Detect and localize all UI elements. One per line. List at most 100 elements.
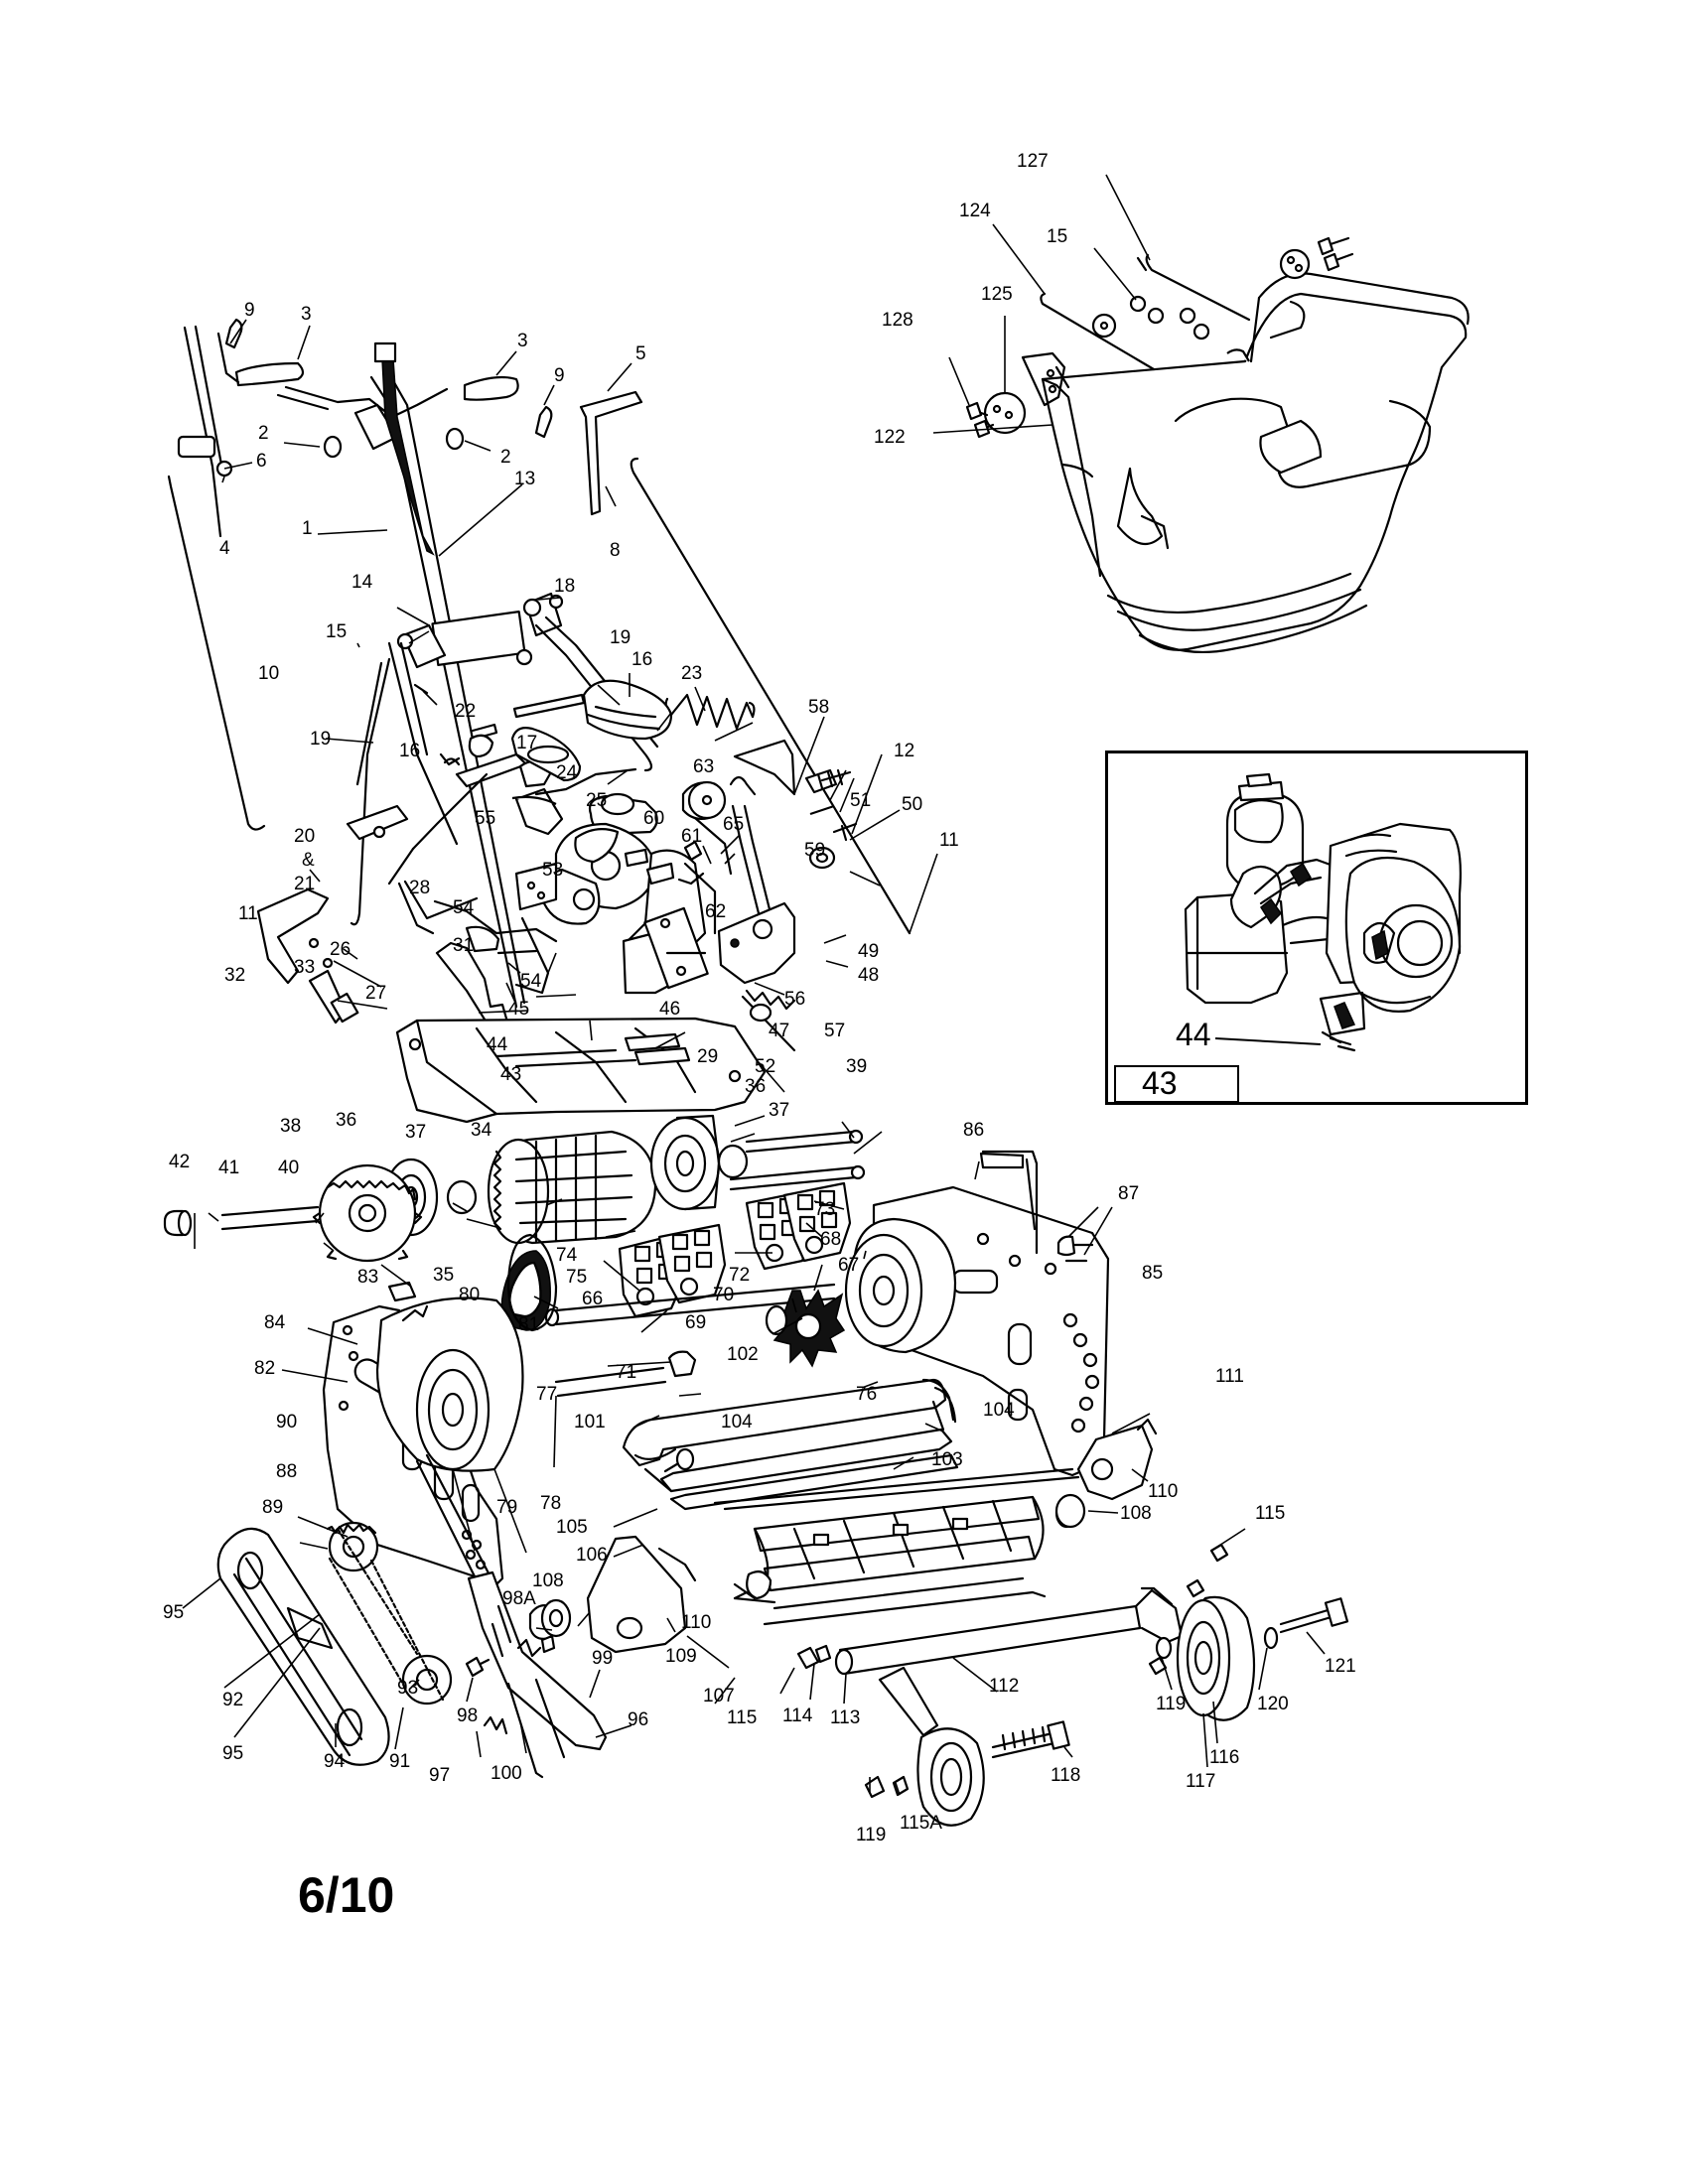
height-adjust-assembly bbox=[465, 1570, 608, 1779]
label-99: 99 bbox=[592, 1648, 613, 1669]
label-46: 46 bbox=[659, 999, 680, 1020]
label-66: 66 bbox=[582, 1289, 603, 1309]
label-67: 67 bbox=[838, 1255, 859, 1276]
label-16: 16 bbox=[632, 649, 652, 670]
label-111: 111 bbox=[1215, 1366, 1244, 1387]
label-68: 68 bbox=[820, 1229, 841, 1250]
label-105: 105 bbox=[556, 1517, 588, 1538]
label-77: 77 bbox=[536, 1384, 557, 1405]
label-27: 27 bbox=[365, 983, 386, 1004]
part-number-labels: 9 3 3 9 5 2 6 2 4 8 1 13 10 14 18 19 15 … bbox=[163, 151, 1356, 1845]
label-127: 127 bbox=[1017, 151, 1049, 172]
label-98A: 98A bbox=[502, 1588, 536, 1609]
label-28: 28 bbox=[409, 878, 430, 898]
label-79: 79 bbox=[496, 1497, 517, 1518]
label-119: 119 bbox=[856, 1825, 886, 1845]
label-86: 86 bbox=[963, 1120, 984, 1141]
label-26: 26 bbox=[330, 939, 351, 960]
label-100: 100 bbox=[491, 1763, 522, 1784]
label-106: 106 bbox=[576, 1545, 608, 1566]
belt-80 bbox=[506, 1233, 558, 1332]
label-61: 61 bbox=[681, 826, 702, 847]
label-43: 43 bbox=[500, 1064, 521, 1085]
grass-catcher-assembly bbox=[965, 236, 1470, 654]
label-75: 75 bbox=[566, 1267, 587, 1288]
label-54: 54 bbox=[520, 971, 542, 992]
label-88: 88 bbox=[276, 1461, 297, 1482]
label-42: 42 bbox=[169, 1152, 190, 1172]
label-23: 23 bbox=[681, 663, 702, 684]
engine-inset-box bbox=[1105, 751, 1528, 1105]
label-76: 76 bbox=[856, 1384, 877, 1405]
label-84: 84 bbox=[264, 1312, 286, 1333]
label-78: 78 bbox=[540, 1493, 561, 1514]
label-25: 25 bbox=[586, 790, 607, 811]
label-94: 94 bbox=[324, 1751, 346, 1772]
label-92: 92 bbox=[222, 1690, 243, 1710]
label-48: 48 bbox=[858, 965, 879, 986]
label-125: 125 bbox=[981, 284, 1013, 305]
label-3: 3 bbox=[301, 304, 312, 325]
label-114: 114 bbox=[782, 1706, 813, 1726]
label-4: 4 bbox=[219, 538, 230, 559]
label-54: 54 bbox=[453, 897, 475, 918]
inset-tag: 43 bbox=[1142, 1065, 1178, 1101]
label-33: 33 bbox=[294, 957, 315, 978]
label-37: 37 bbox=[769, 1100, 789, 1121]
label-120: 120 bbox=[1257, 1694, 1289, 1714]
label-3: 3 bbox=[517, 331, 528, 351]
label-70: 70 bbox=[713, 1285, 734, 1305]
label-74: 74 bbox=[556, 1245, 578, 1266]
label-15: 15 bbox=[326, 621, 347, 642]
label-1: 1 bbox=[302, 518, 313, 539]
label-63: 63 bbox=[693, 756, 714, 777]
label-44: 44 bbox=[487, 1034, 508, 1055]
label-9: 9 bbox=[554, 365, 565, 386]
label-2: 2 bbox=[258, 423, 269, 444]
label-19: 19 bbox=[310, 729, 331, 750]
label-62: 62 bbox=[705, 901, 726, 922]
label-71: 71 bbox=[616, 1362, 636, 1383]
label-53: 53 bbox=[542, 860, 563, 881]
label-8: 8 bbox=[610, 540, 621, 561]
label-115A: 115A bbox=[900, 1813, 942, 1834]
label-47: 47 bbox=[769, 1021, 789, 1041]
label-6: 6 bbox=[256, 451, 267, 472]
label-19: 19 bbox=[610, 627, 631, 648]
label-91: 91 bbox=[389, 1751, 410, 1772]
label-31: 31 bbox=[453, 935, 474, 956]
label-89: 89 bbox=[262, 1497, 283, 1518]
label-11: 11 bbox=[939, 830, 959, 851]
label-36: 36 bbox=[336, 1110, 356, 1131]
label-15: 15 bbox=[1047, 226, 1067, 247]
label-18: 18 bbox=[554, 576, 575, 597]
label-9: 9 bbox=[244, 300, 255, 321]
top-cover-assembly bbox=[395, 1017, 767, 1124]
engine-drive-assembly bbox=[439, 679, 858, 1052]
right-side-plate bbox=[844, 1150, 1110, 1477]
label-58: 58 bbox=[808, 697, 829, 718]
label-34: 34 bbox=[471, 1120, 492, 1141]
engine-icon bbox=[1184, 772, 1462, 1052]
label-2: 2 bbox=[500, 447, 511, 468]
label-5: 5 bbox=[635, 343, 646, 364]
label-45: 45 bbox=[508, 999, 529, 1020]
left-side-plate bbox=[322, 1281, 524, 1598]
label-101: 101 bbox=[574, 1412, 606, 1433]
roller-drum-assembly bbox=[163, 1114, 866, 1263]
label-80: 80 bbox=[459, 1285, 480, 1305]
label-115: 115 bbox=[1255, 1503, 1285, 1524]
label-12: 12 bbox=[894, 741, 914, 761]
label-36: 36 bbox=[745, 1076, 766, 1097]
label-40: 40 bbox=[278, 1158, 299, 1178]
label-109: 109 bbox=[665, 1646, 697, 1667]
label-121: 121 bbox=[1325, 1656, 1356, 1677]
label-39: 39 bbox=[846, 1056, 867, 1077]
label-38: 38 bbox=[280, 1116, 301, 1137]
label-41: 41 bbox=[218, 1158, 239, 1178]
inset-callout: 44 bbox=[1176, 1017, 1211, 1052]
label-22: 22 bbox=[455, 701, 476, 722]
label-95: 95 bbox=[222, 1743, 243, 1764]
label-59: 59 bbox=[804, 840, 825, 861]
